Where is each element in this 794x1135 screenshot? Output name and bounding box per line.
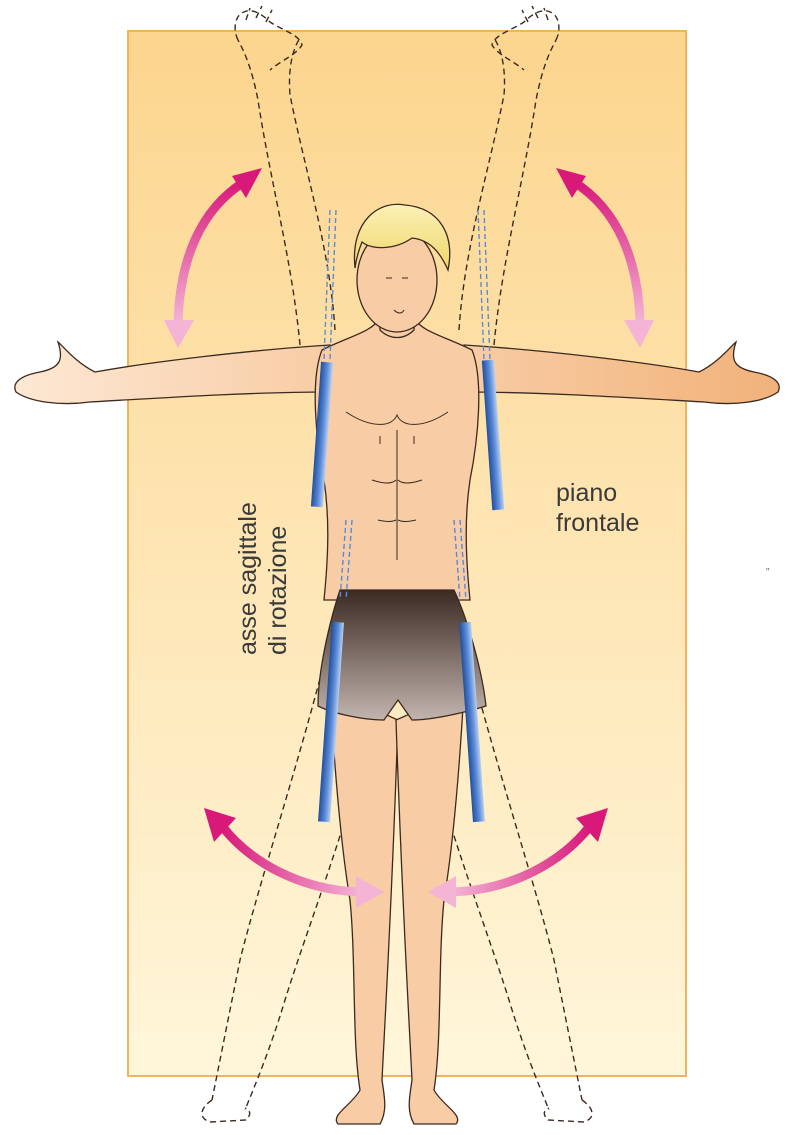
plane-label-line1: piano (556, 478, 639, 508)
axis-label: asse sagittale di rotazione (233, 455, 299, 655)
axis-label-line1: asse sagittale (233, 455, 263, 655)
plane-label: piano frontale (556, 478, 639, 538)
stray-mark: " (766, 567, 770, 578)
shorts (318, 590, 486, 720)
axis-label-line2: di rotazione (263, 455, 293, 655)
plane-label-line2: frontale (556, 508, 639, 538)
